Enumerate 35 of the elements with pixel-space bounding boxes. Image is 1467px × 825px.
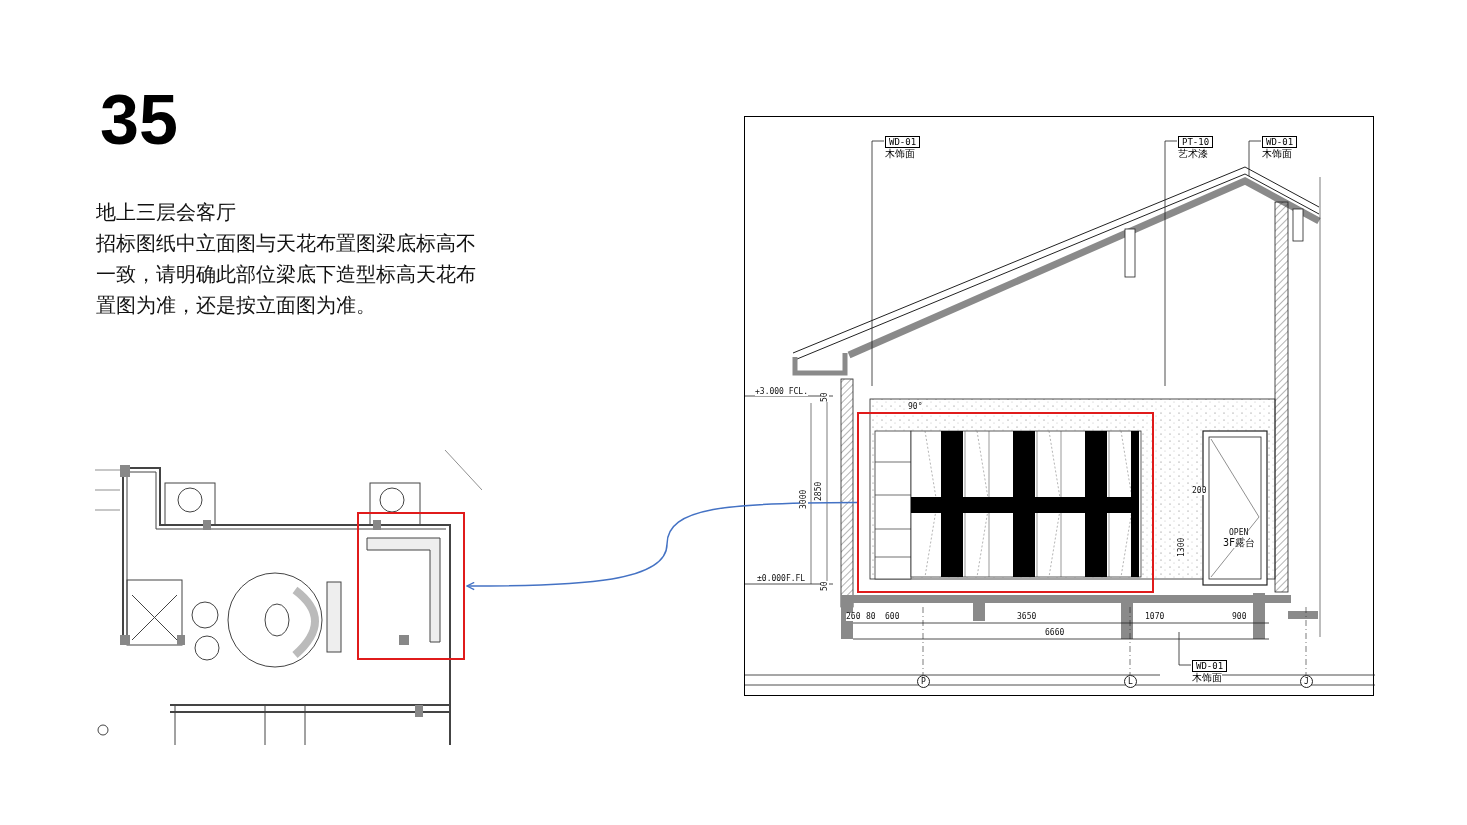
dimension-label: 80	[866, 613, 876, 621]
material-code: WD-01	[1192, 660, 1228, 672]
door-note: OPEN	[1229, 529, 1249, 537]
dimension-label: 1300	[1178, 537, 1186, 557]
question-text: 招标图纸中立面图与天花布置图梁底标高不一致，请明确此部位梁底下造型标高天花布置图为准，还是按立面图为准。	[96, 230, 476, 319]
highlight-frame	[857, 412, 1154, 593]
room-heading: 地上三层会客厅	[96, 199, 237, 226]
leader-line	[1248, 140, 1262, 177]
leader-line	[1178, 631, 1192, 666]
dimension-label: 200	[1192, 487, 1207, 495]
dimension-label: 600	[885, 613, 900, 621]
material-note: 艺术漆	[1178, 148, 1208, 159]
material-note: 木饰面	[1262, 148, 1292, 159]
dimension-label: 2850	[815, 481, 823, 501]
leader-line	[1164, 140, 1178, 387]
leader-line	[871, 140, 885, 387]
door-note: 3F露台	[1223, 538, 1256, 548]
dimension-label: 3000	[800, 489, 808, 509]
material-code: WD-01	[885, 136, 921, 148]
material-note: 木饰面	[885, 148, 915, 159]
highlight-frame	[357, 512, 465, 660]
dimension-label: 6660	[1045, 629, 1065, 637]
level-label: ±0.000F.FL	[757, 575, 806, 583]
dimension-label: 50	[821, 581, 829, 591]
material-note: 木饰面	[1192, 672, 1222, 683]
dimension-label: 3650	[1017, 613, 1037, 621]
dimension-label: 1070	[1145, 613, 1165, 621]
material-code: WD-01	[1262, 136, 1298, 148]
arrow	[466, 501, 858, 591]
dimension-label: 50	[821, 392, 829, 402]
slide-number: 35	[100, 80, 178, 160]
dimension-label: 900	[1232, 613, 1247, 621]
level-label: +3.000 FCL.	[755, 388, 808, 396]
material-code: PT-10	[1178, 136, 1214, 148]
dimension-label: 260	[846, 613, 861, 621]
